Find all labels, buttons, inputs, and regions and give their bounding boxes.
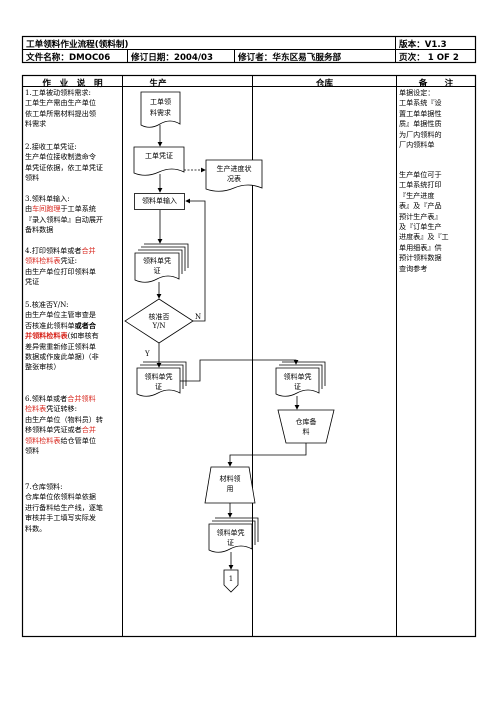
pick-list-voucher-label: 领料单凭证	[143, 257, 171, 275]
work-order-request-doc	[140, 91, 181, 128]
connector-label: 1	[228, 575, 234, 583]
step-5-description: 5.核准否Y/N: 由生产单位主管审查是 否核准此领料单或者合 并领料检料表(如…	[25, 300, 99, 372]
pick-list-voucher-stack	[134, 252, 180, 283]
approved-pick-list-voucher-label: 领料单凭证	[144, 373, 173, 391]
warehouse-pick-list-voucher-label: 领料单凭证	[283, 373, 312, 391]
column-title-description: 作 业 说 明	[42, 78, 103, 89]
work-order-request-label: 工单领料需求	[150, 98, 171, 117]
revise-date-label: 修订日期：2004/03	[131, 53, 213, 63]
step-4-description: 4.打印领料单或者合并 领料检料表凭证: 由生产单位打印领料单 凭证	[25, 246, 96, 287]
final-pick-list-voucher-label: 领料单凭证	[216, 529, 245, 547]
reviser-label: 修订者：华东区易飞服务部	[238, 53, 342, 63]
warehouse-prepare-trapezoid	[277, 409, 335, 444]
off-page-connector	[223, 569, 239, 593]
step-6-description: 6.领料单或者合并领料 检料表凭证转移: 由生产单位（物料员）转 移领料单凭证或…	[25, 394, 104, 456]
column-title-warehouse: 仓库	[315, 78, 334, 89]
step-3-description: 3.领料单输入: 由车间跑理于工单系统 『录入领料单』自动展开 备料数据	[25, 194, 104, 235]
step-2-description: 2.接收工单凭证: 生产单位接收制造命令 单凭证依据，依工单凭证 领料	[25, 142, 104, 183]
step-7-description: 7.仓库领料: 仓库单位依领料单依据 进行备料给生产线，逐笔 审核并手工填写实际…	[25, 482, 104, 533]
column-title-production: 生产	[149, 78, 167, 89]
progress-report-doc	[205, 159, 263, 192]
document-title: 工单领料作业流程(领料制)	[26, 40, 129, 50]
decision-yes-label: Y	[145, 350, 150, 358]
material-issue-trapezoid	[204, 466, 256, 504]
column-title-notes: 备 注	[418, 78, 454, 89]
warehouse-prepare-label: 仓库备料	[295, 418, 317, 436]
pick-list-input-label: 领料单输入	[142, 197, 177, 205]
decision-no-label: N	[195, 313, 202, 321]
file-name-label: 文件名称：DMOC06	[26, 53, 111, 63]
progress-report-label: 生产进度状况表	[216, 165, 252, 183]
pick-list-voucher-stack-approved	[136, 367, 181, 397]
material-issue-label: 材料领用	[219, 475, 241, 493]
warehouse-pick-list-voucher-stack	[275, 367, 320, 397]
final-pick-list-voucher-stack	[208, 523, 253, 553]
work-order-voucher-label: 工单凭证	[145, 152, 173, 160]
note-progress-reports: 生产单位可于 工单系统打印 『生产进度 表』及『产品 预计生产表』 及『订单生产…	[399, 170, 449, 273]
step-1-description: 1.工单被动领料需求: 工单生产需由生产单位 依工单所需材料提出领 料需求	[25, 88, 96, 129]
page-label: 页次： 1 OF 2	[399, 53, 459, 63]
work-order-voucher-doc	[133, 146, 185, 176]
note-document-settings: 单据设定： 工单系统『设 置工单单据性 质』单据性质 为厂内领料的 厂内领料单	[399, 88, 442, 150]
version-label: 版本：V1.3	[399, 40, 447, 50]
pick-list-input-box	[134, 193, 185, 210]
